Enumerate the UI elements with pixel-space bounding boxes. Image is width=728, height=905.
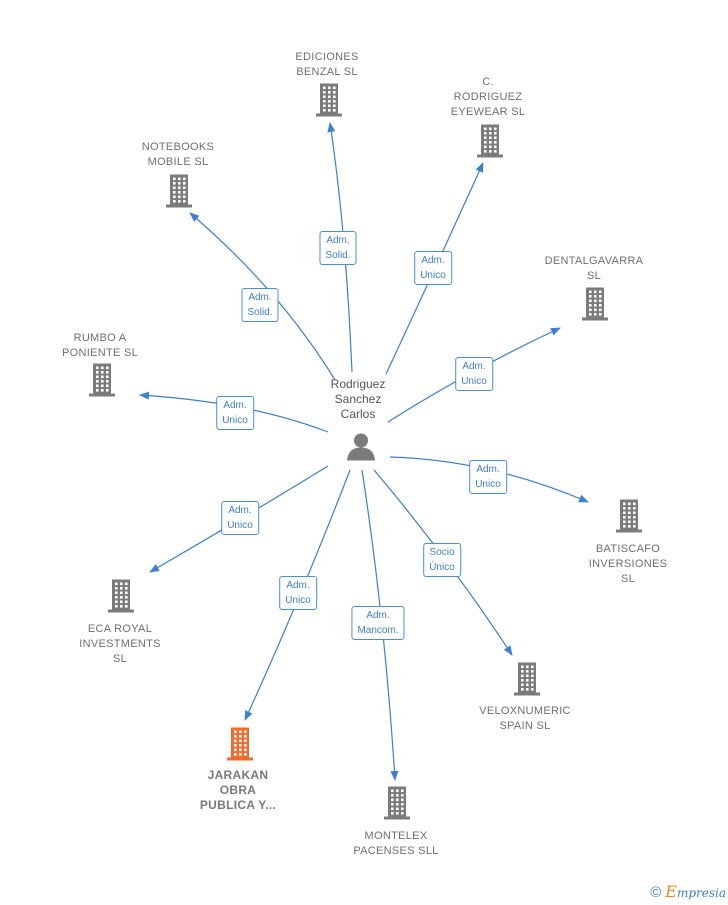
building-icon (108, 579, 134, 613)
company-label-dentalgavarra[interactable]: DENTALGAVARRA SL (544, 255, 644, 282)
center-person[interactable] (346, 432, 376, 467)
relation-label-ediciones[interactable]: Adm. Solid. (319, 231, 357, 265)
company-node-batiscafo[interactable] (615, 499, 643, 538)
building-icon (514, 662, 540, 696)
building-icon (166, 174, 192, 208)
company-label-rodriguez-eyewear[interactable]: C. RODRIGUEZ EYEWEAR SL (450, 76, 526, 118)
company-node-montelex[interactable] (383, 786, 411, 825)
relation-label-notebooks[interactable]: Adm. Solid. (241, 288, 279, 322)
company-label-rumbo[interactable]: RUMBO A PONIENTE SL (61, 332, 139, 359)
brand-logo: © Empresia (650, 882, 726, 901)
company-label-jarakan[interactable]: JARAKAN OBRA PUBLICA Y... (199, 768, 277, 812)
company-node-veloxnumeric[interactable] (513, 662, 541, 701)
company-node-jarakan[interactable] (226, 727, 254, 766)
building-icon (316, 83, 342, 117)
relation-label-montelex[interactable]: Adm. Mancom. (351, 606, 405, 640)
relation-label-dentalgavarra[interactable]: Adm. Unico (455, 357, 493, 391)
company-node-dentalgavarra[interactable] (581, 287, 609, 326)
building-icon (384, 786, 410, 820)
company-node-eca[interactable] (107, 579, 135, 618)
company-node-rodriguez-eyewear[interactable] (476, 124, 504, 163)
company-label-eca[interactable]: ECA ROYAL INVESTMENTS SL (79, 623, 161, 665)
company-label-batiscafo[interactable]: BATISCAFO INVERSIONES SL (588, 543, 668, 585)
company-label-montelex[interactable]: MONTELEX PACENSES SLL (353, 830, 439, 857)
building-icon (227, 727, 253, 761)
relation-label-batiscafo[interactable]: Adm. Unico (469, 460, 507, 494)
company-node-ediciones[interactable] (315, 83, 343, 122)
building-icon (477, 124, 503, 158)
relation-label-jarakan[interactable]: Adm. Unico (279, 576, 317, 610)
company-label-notebooks[interactable]: NOTEBOOKS MOBILE SL (141, 141, 215, 168)
person-icon (347, 433, 375, 461)
building-icon (89, 363, 115, 397)
company-node-rumbo[interactable] (88, 363, 116, 402)
company-node-notebooks[interactable] (165, 174, 193, 213)
building-icon (582, 287, 608, 321)
relation-label-rodriguez-eyewear[interactable]: Adm. Unico (414, 251, 452, 285)
company-label-veloxnumeric[interactable]: VELOXNUMERIC SPAIN SL (479, 705, 571, 732)
company-label-ediciones[interactable]: EDICIONES BENZAL SL (295, 51, 359, 78)
relation-label-veloxnumeric[interactable]: Socio Único (423, 543, 461, 577)
relation-label-eca[interactable]: Adm. Unico (221, 501, 259, 535)
relation-label-rumbo[interactable]: Adm. Unico (216, 396, 254, 430)
center-person-label: Rodriguez Sanchez Carlos (330, 377, 386, 421)
building-icon (616, 499, 642, 533)
